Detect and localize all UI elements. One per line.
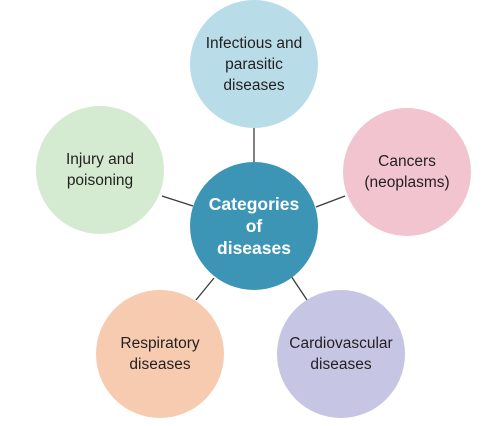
node-cardiovascular-label: Cardiovascular diseases: [289, 335, 393, 373]
node-injury-label: Injury and poisoning: [65, 151, 135, 189]
node-respiratory-label: Respiratory diseases: [120, 335, 200, 373]
node-injury-and-poisoning: Injury and poisoning: [36, 106, 164, 234]
connector-cardiovascular: [290, 275, 308, 301]
node-cardiovascular-diseases: Cardiovascular diseases: [277, 290, 405, 418]
connector-respiratory: [195, 277, 215, 301]
node-cancers-label: Cancers (neoplasms): [364, 153, 450, 191]
node-infectious-label: Infectious and parasitic diseases: [205, 34, 303, 94]
node-cancers: Cancers (neoplasms): [343, 108, 471, 236]
center-label: Categories of diseases: [208, 194, 300, 258]
connector-cancers: [315, 195, 346, 208]
node-infectious-diseases: Infectious and parasitic diseases: [190, 0, 318, 128]
node-respiratory-diseases: Respiratory diseases: [96, 290, 224, 418]
node-categories-of-diseases: Categories of diseases: [190, 162, 318, 290]
connector-injury: [161, 195, 194, 207]
